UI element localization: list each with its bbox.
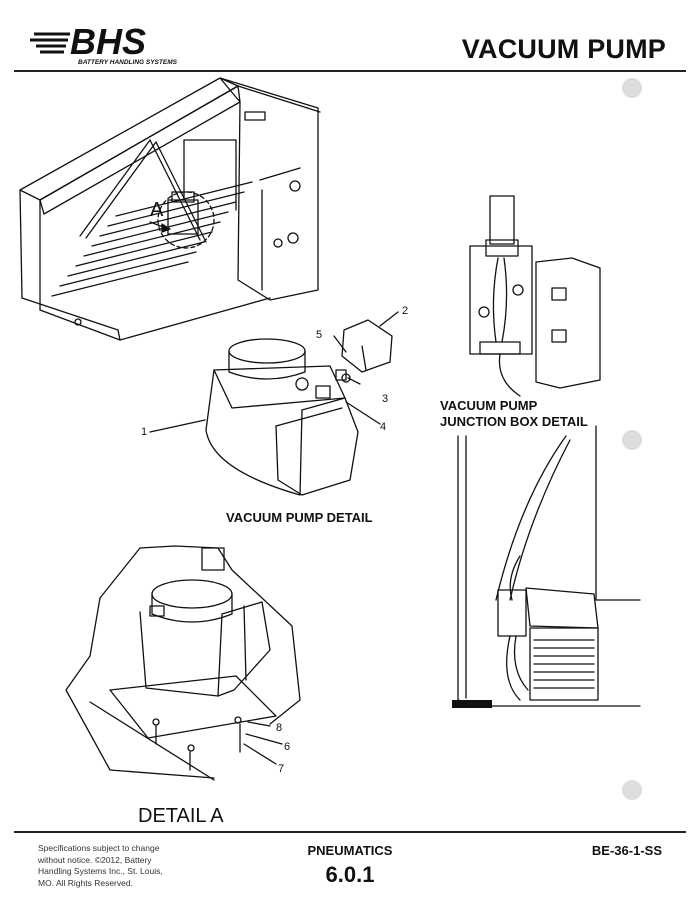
vacuum-pump-detail-label: VACUUM PUMP DETAIL (226, 510, 373, 525)
junction-box-label-line1: VACUUM PUMP (440, 398, 538, 413)
part-callout-2: 2 (402, 305, 408, 317)
copyright-note-line: Specifications subject to change (38, 843, 160, 853)
copyright-note-line: MO. All Rights Reserved. (38, 877, 133, 888)
scan-marks (622, 78, 642, 800)
copyright-note-line: Handling Systems Inc., St. Louis, (38, 866, 163, 876)
bhs-logo: BHS BATTERY HANDLING SYSTEMS (30, 18, 210, 66)
part-callout-5: 5 (316, 329, 322, 341)
copyright-note-line: without notice. ©2012, Battery (38, 854, 152, 865)
part-callout-1: 1 (141, 426, 147, 438)
detail-a-drawing (65, 545, 301, 781)
speed-lines (30, 32, 70, 54)
detail-a-label: DETAIL A (138, 805, 224, 827)
part-callout-3: 3 (382, 393, 388, 405)
page-number: 6.0.1 (325, 862, 375, 887)
vacuum-pump-detail-drawing (205, 319, 393, 496)
page-title: VACUUM PUMP (461, 34, 666, 64)
part-callout-4: 4 (380, 421, 386, 433)
junction-box-label-line2: JUNCTION BOX DETAIL (440, 414, 588, 429)
cooling-fins (533, 639, 595, 689)
header-divider (14, 70, 686, 72)
document-code: BE-36-1-SS (591, 843, 662, 858)
technical-drawing: A 1 2 3 4 5 6 7 8 VACUUM PUMP DETAIL (19, 77, 642, 827)
leader-lines (149, 311, 399, 765)
copyright-note: Specifications subject to change without… (38, 843, 168, 889)
part-callout-7: 7 (278, 763, 284, 775)
junction-box-detail-drawing (469, 195, 601, 397)
logo-wordmark: BHS (70, 21, 146, 62)
detail-a-callout: A (150, 199, 164, 221)
mounted-pump-drawing (452, 425, 641, 708)
bhs-logo-graphic: BHS BATTERY HANDLING SYSTEMS (30, 21, 178, 66)
part-callout-6: 6 (284, 741, 290, 753)
section-name: PNEUMATICS (307, 843, 393, 858)
footer-divider (14, 831, 686, 833)
part-callout-8: 8 (276, 722, 282, 734)
logo-tagline: BATTERY HANDLING SYSTEMS (78, 59, 178, 66)
battery-stand-assembly (19, 77, 321, 341)
